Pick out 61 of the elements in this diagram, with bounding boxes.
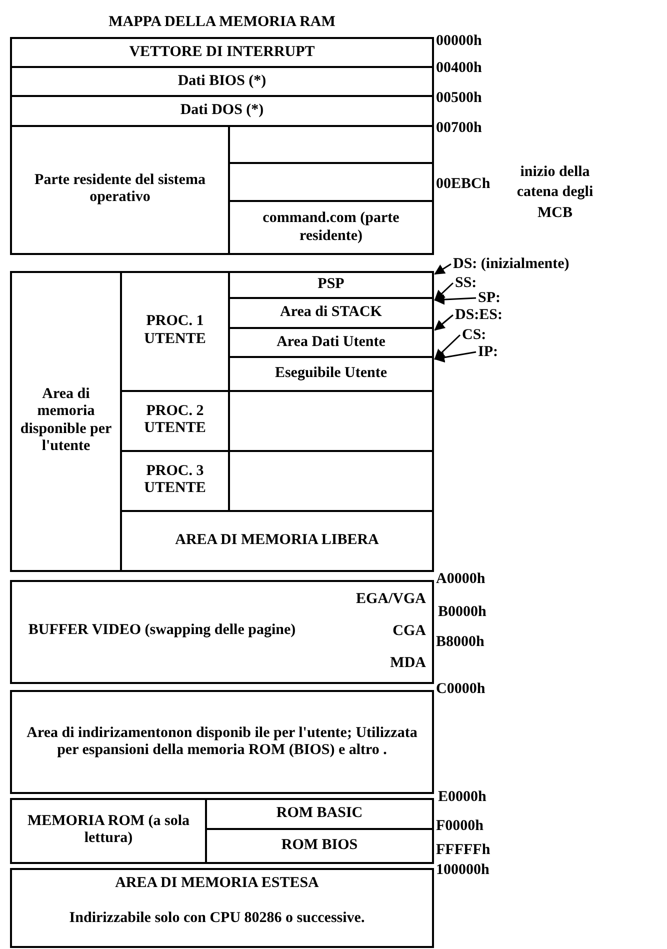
address-label: 00000h — [436, 33, 482, 50]
memory-segment — [10, 690, 434, 794]
segment-label: PROC. 3 UTENTE — [143, 462, 207, 498]
segment-label: PROC. 2 UTENTE — [143, 402, 207, 438]
segment-label: CGA — [392, 623, 426, 641]
segment-label: Area di STACK — [280, 304, 382, 322]
segment-label: PSP — [318, 276, 344, 294]
register-label: SP: — [478, 289, 500, 307]
address-label: 00EBCh — [436, 176, 490, 192]
memory-segment — [10, 125, 434, 255]
segment-label: MEMORIA ROM (a sola lettura) — [26, 812, 191, 848]
segment-label: ROM BIOS — [281, 837, 358, 855]
segment-label: Indirizzabile solo con CPU 80286 o successive. — [69, 910, 365, 928]
memory-segment — [10, 868, 434, 948]
segment-label: EGA/VGA — [356, 591, 426, 609]
memory-segment — [10, 66, 434, 97]
segment-label: Area di memoria disponible per l'utente — [19, 386, 113, 455]
address-label: 00500h — [436, 90, 482, 106]
segment-label: BUFFER VIDEO (swapping delle pagine) — [28, 622, 296, 640]
register-label: DS:ES: — [455, 306, 503, 324]
diagram-title: MAPPA DELLA MEMORIA RAM — [108, 14, 336, 30]
memory-segment — [120, 271, 434, 392]
arrow — [434, 314, 454, 331]
address-label: 100000h — [436, 862, 490, 878]
address-label: FFFFFh — [436, 842, 490, 858]
segment-label: Area Dati Utente — [276, 334, 386, 352]
register-label: DS: (inizialmente) — [453, 255, 570, 273]
register-label: CS: — [462, 326, 486, 344]
address-label: B8000h — [436, 634, 484, 650]
arrow — [434, 351, 476, 363]
address-label: E0000h — [438, 789, 486, 806]
arrow — [434, 282, 454, 301]
memory-segment — [10, 580, 434, 684]
segment-label: Parte residente del sistema operativo — [34, 172, 206, 206]
segment-label: AREA DI MEMORIA LIBERA — [175, 532, 379, 550]
address-label: 00400h — [436, 60, 482, 76]
segment-label: MDA — [390, 655, 426, 673]
segment-label: Area di indirizamentonon disponib ile per l'utente; Utilizzata per espansioni della memoria ROM (BIOS) e altro . — [26, 724, 418, 760]
arrow — [434, 263, 452, 275]
segment-label: PROC. 1 UTENTE — [143, 313, 207, 348]
address-label: A0000h — [436, 571, 486, 588]
address-label: C0000h — [436, 681, 486, 698]
segment-label: AREA DI MEMORIA ESTESA — [115, 875, 319, 893]
memory-segment — [10, 798, 434, 864]
segment-label: Dati DOS (*) — [180, 102, 264, 120]
segment-label: Eseguibile Utente — [274, 365, 388, 383]
arrow — [434, 294, 476, 305]
address-label: F0000h — [436, 818, 484, 834]
segment-label: ROM BASIC — [276, 805, 363, 823]
register-label: IP: — [478, 343, 498, 361]
address-label: B0000h — [438, 604, 486, 620]
memory-segment — [10, 95, 434, 127]
segment-label: Dati BIOS (*) — [178, 72, 266, 90]
note-text: inizio della catena degli MCB — [516, 163, 594, 222]
memory-segment — [10, 271, 434, 572]
register-label: SS: — [455, 274, 477, 292]
segment-label: command.com (parte residente) — [262, 210, 400, 245]
memory-segment — [10, 37, 434, 68]
arrow — [434, 334, 461, 360]
segment-label: VETTORE DI INTERRUPT — [129, 44, 315, 62]
address-label: 00700h — [436, 120, 482, 136]
